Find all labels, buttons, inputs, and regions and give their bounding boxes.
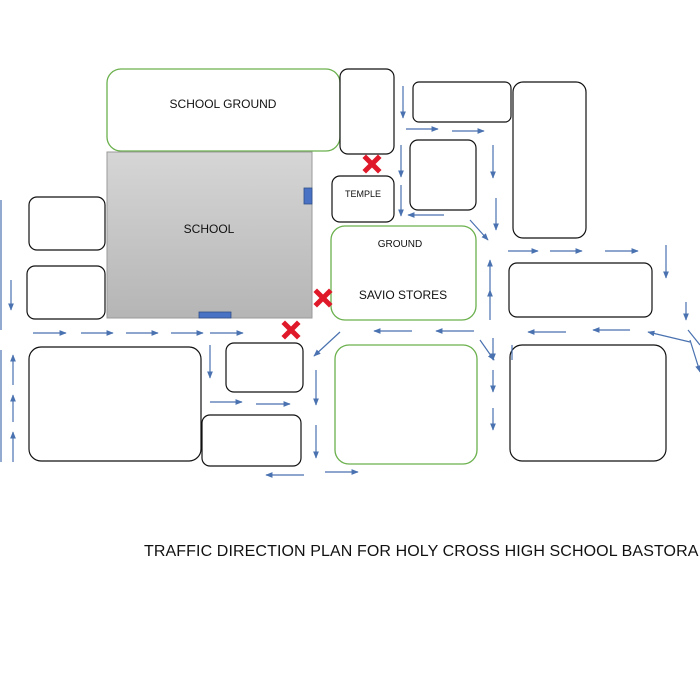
green-block-south	[334, 344, 478, 465]
diagram-caption: TRAFFIC DIRECTION PLAN FOR HOLY CROSS HI…	[144, 543, 699, 560]
block-left-bottom	[28, 346, 202, 462]
road-edge-lines	[511, 329, 700, 360]
block-square	[409, 139, 477, 211]
block-left-middle	[26, 265, 106, 320]
block-center-bottom	[201, 414, 302, 467]
temple-label: TEMPLE	[345, 189, 381, 199]
block-tall-right	[512, 81, 587, 239]
block-center-small	[225, 342, 304, 393]
savio-stores-block	[330, 225, 477, 321]
block-left-top	[28, 196, 106, 251]
no-entry-cross-icon	[362, 154, 382, 174]
gate-marker-icon	[198, 311, 232, 319]
school-label: SCHOOL	[184, 222, 235, 236]
temple-block	[331, 175, 395, 223]
savio-stores-label: SAVIO STORES	[359, 288, 447, 302]
ground-label: GROUND	[378, 239, 422, 250]
no-entry-cross-icon	[313, 288, 333, 308]
gate-marker-icon	[303, 187, 313, 205]
school-building	[106, 151, 313, 319]
school-ground-label: SCHOOL GROUND	[170, 97, 277, 111]
block-north-small	[339, 68, 395, 155]
no-entry-cross-icon	[281, 320, 301, 340]
block-east-wide	[508, 262, 653, 318]
direction-arrow-icon	[8, 86, 700, 478]
block-north-wide	[412, 81, 512, 123]
block-southeast	[509, 344, 667, 462]
